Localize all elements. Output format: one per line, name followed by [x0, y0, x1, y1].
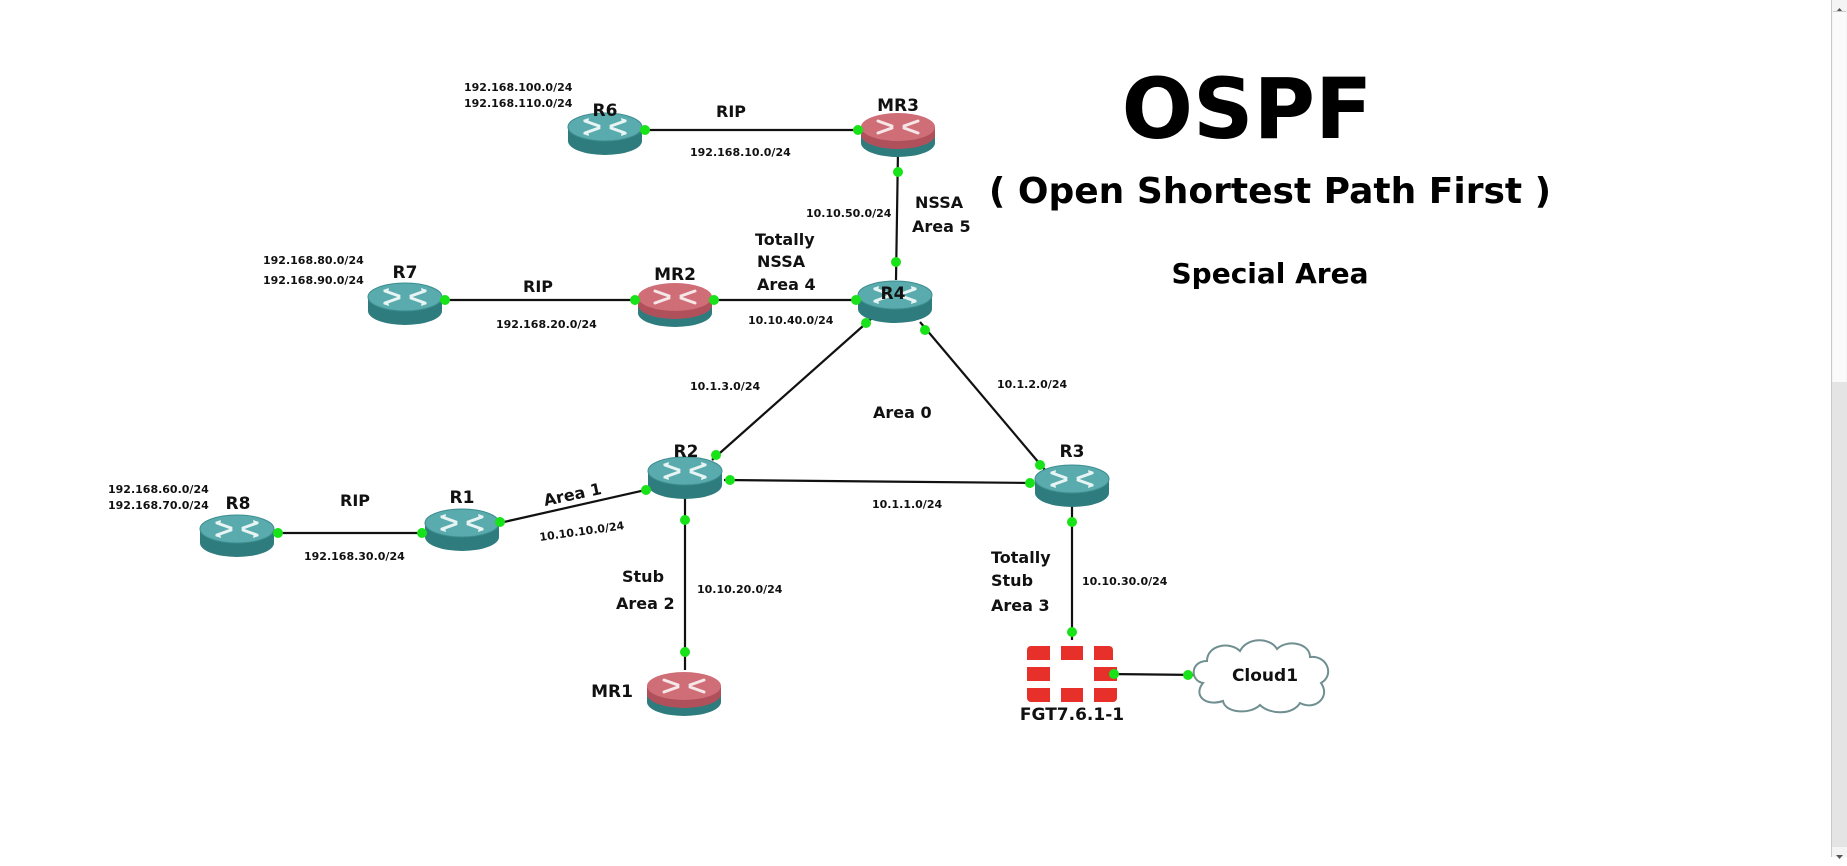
device-label-r7: R7: [393, 263, 418, 283]
note-r6-net2: 192.168.110.0/24: [464, 97, 573, 110]
note-r2-r3-net: 10.1.1.0/24: [872, 498, 942, 511]
note-r4-r3-net: 10.1.2.0/24: [997, 378, 1067, 391]
note-r7-net1: 192.168.80.0/24: [263, 254, 364, 267]
vertical-scrollbar[interactable]: [1831, 0, 1847, 859]
note-area3-line1: Totally: [991, 548, 1051, 567]
note-area4-line2: NSSA: [757, 252, 806, 271]
diagram-subtitle: ( Open Shortest Path First ): [989, 171, 1551, 212]
note-area4-line1: Totally: [755, 230, 815, 249]
link-r4-r2[interactable]: [711, 317, 873, 461]
fortigate-icon: [1027, 646, 1117, 702]
device-label-r4: R4: [881, 284, 906, 304]
note-area2: Area 2: [616, 594, 675, 613]
note-area2-type: Stub: [622, 567, 664, 586]
note-mr3-r4-net: 10.10.50.0/24: [806, 207, 892, 220]
device-r7[interactable]: [366, 281, 444, 327]
device-label-r6: R6: [593, 101, 618, 121]
link-r4-r3[interactable]: [919, 321, 1046, 471]
note-mr2-r4-net: 10.10.40.0/24: [748, 314, 834, 327]
device-r8[interactable]: [198, 513, 276, 559]
note-r7-mr2-proto: RIP: [523, 277, 553, 296]
scroll-thumb[interactable]: [1833, 11, 1846, 383]
note-area5: Area 5: [912, 217, 971, 236]
device-r3[interactable]: [1033, 463, 1111, 509]
cloud-icon: [1192, 639, 1330, 714]
scroll-up-button[interactable]: [1832, 0, 1847, 12]
device-label-r2: R2: [674, 442, 699, 462]
note-r6-mr3-proto: RIP: [716, 102, 746, 121]
diagram-title: OSPF: [1122, 60, 1373, 158]
device-label-mr2: MR2: [654, 265, 696, 285]
note-r7-mr2-net: 192.168.20.0/24: [496, 318, 597, 331]
link-r2-r3[interactable]: [723, 478, 1035, 485]
note-r1-r2-net: 10.10.10.0/24: [539, 519, 626, 544]
note-r6-mr3-net: 192.168.10.0/24: [690, 146, 791, 159]
device-label-mr1: MR1: [591, 682, 633, 702]
note-area3-line2: Stub: [991, 571, 1033, 590]
note-r8-net2: 192.168.70.0/24: [108, 499, 209, 512]
note-r7-net2: 192.168.90.0/24: [263, 274, 364, 287]
device-r2[interactable]: [646, 455, 724, 501]
device-mr2[interactable]: [636, 281, 714, 329]
device-label-mr3: MR3: [877, 96, 919, 116]
device-label-r3: R3: [1060, 442, 1085, 462]
note-area3: Area 3: [991, 596, 1050, 615]
device-label-cloud: Cloud1: [1232, 666, 1298, 686]
device-label-fgt: FGT7.6.1-1: [1020, 705, 1124, 725]
device-fgt[interactable]: [1027, 646, 1117, 702]
device-label-r1: R1: [450, 488, 475, 508]
note-area5-type: NSSA: [915, 193, 964, 212]
note-area1: Area 1: [542, 479, 603, 510]
diagram-tagline: Special Area: [1172, 257, 1369, 290]
device-mr3[interactable]: [859, 111, 937, 159]
device-cloud[interactable]: Cloud1: [1192, 639, 1330, 714]
link-r1-r2[interactable]: [494, 487, 651, 526]
note-r8-r1-net: 192.168.30.0/24: [304, 550, 405, 563]
note-r6-net1: 192.168.100.0/24: [464, 81, 573, 94]
link-status-dots: [273, 125, 1193, 680]
note-area0: Area 0: [873, 403, 932, 422]
scroll-down-button[interactable]: [1832, 847, 1847, 859]
note-r2-mr1-net: 10.10.20.0/24: [697, 583, 783, 596]
note-r8-net1: 192.168.60.0/24: [108, 483, 209, 496]
device-label-r8: R8: [226, 494, 251, 514]
scroll-track[interactable]: [1832, 382, 1847, 847]
note-r3-fgt-net: 10.10.30.0/24: [1082, 575, 1168, 588]
note-r4-r2-net: 10.1.3.0/24: [690, 380, 760, 393]
device-r1[interactable]: [423, 507, 501, 553]
note-r8-r1-proto: RIP: [340, 491, 370, 510]
device-mr1[interactable]: [645, 670, 723, 718]
note-area4: Area 4: [757, 275, 816, 294]
